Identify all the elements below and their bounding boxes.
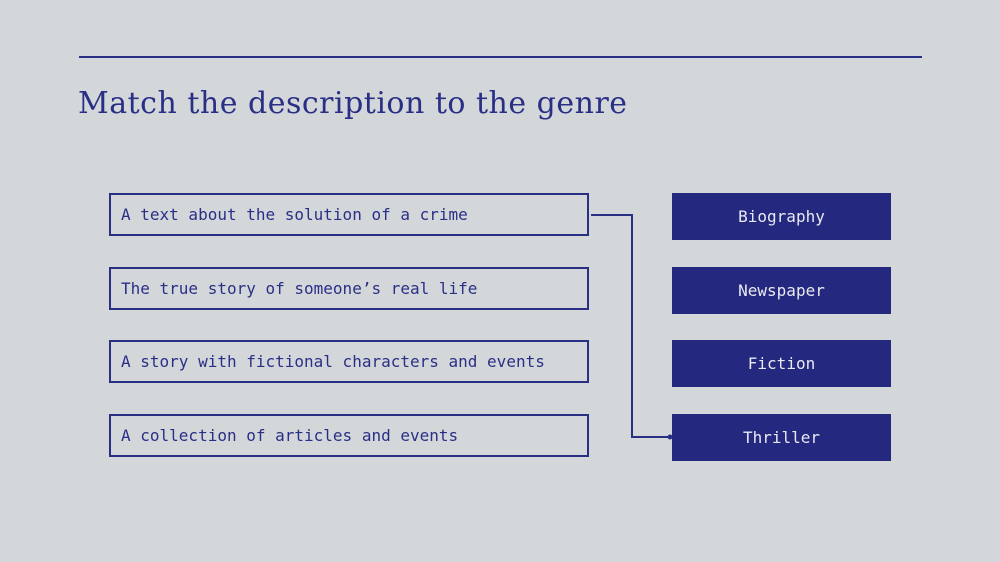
genre-button-biography[interactable]: Biography [672, 193, 891, 240]
genre-label: Fiction [747, 354, 816, 373]
description-label: A text about the solution of a crime [121, 205, 468, 224]
description-item-articles[interactable]: A collection of articles and events [109, 414, 589, 457]
top-divider [79, 56, 922, 58]
genre-label: Biography [738, 207, 825, 226]
genre-button-fiction[interactable]: Fiction [672, 340, 891, 387]
description-label: A story with fictional characters and ev… [121, 352, 545, 371]
description-label: The true story of someone’s real life [121, 279, 478, 298]
description-item-fictional[interactable]: A story with fictional characters and ev… [109, 340, 589, 383]
page-title: Match the description to the genre [78, 86, 628, 121]
description-label: A collection of articles and events [121, 426, 459, 445]
genre-label: Thriller [742, 428, 821, 447]
genre-label: Newspaper [738, 281, 825, 300]
genre-button-newspaper[interactable]: Newspaper [672, 267, 891, 314]
description-item-real-life[interactable]: The true story of someone’s real life [109, 267, 589, 310]
description-item-crime[interactable]: A text about the solution of a crime [109, 193, 589, 236]
genre-button-thriller[interactable]: Thriller [672, 414, 891, 461]
